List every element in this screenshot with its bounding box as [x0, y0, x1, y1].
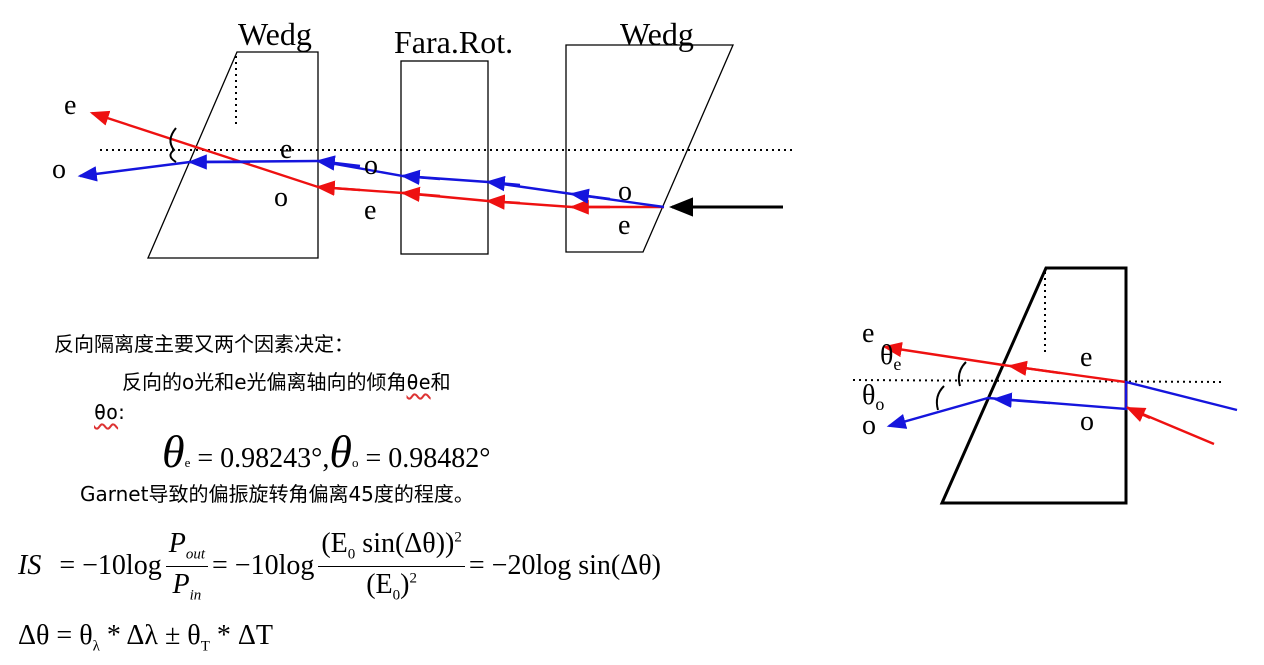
o-ray-arrow-1 — [569, 188, 611, 204]
label-o-right: o — [618, 176, 632, 207]
detail-label-o-inside: o — [1080, 406, 1094, 437]
label-o-mid: o — [364, 150, 378, 181]
isolation-equation: IS = −10log Pout Pin = −10log (E0 sin(Δθ… — [18, 528, 661, 604]
e-ray-arrow-4 — [315, 180, 361, 196]
angle-marker — [169, 127, 177, 163]
detail-label-theta-e: θe — [880, 340, 902, 374]
right-wedge — [565, 44, 734, 253]
left-wedge — [147, 51, 319, 259]
detail-wedge — [939, 266, 1128, 505]
delta-theta-equation: Δθ = θλ * Δλ ± θT * ΔT — [18, 620, 274, 655]
o-ray-arrow-2 — [485, 175, 521, 192]
detail-e-ray-entry-arrow — [1125, 406, 1151, 422]
e-ray — [89, 110, 664, 209]
right-wedge-label: Wedg — [620, 16, 694, 52]
text-line-1: 反向隔离度主要又两个因素决定： — [54, 332, 354, 356]
label-e-right: e — [618, 210, 631, 241]
detail-label-e-inside: e — [1080, 342, 1093, 373]
detail-label-e-left: e — [862, 318, 875, 349]
label-e-in-wedge: e — [280, 134, 293, 165]
detail-e-ray-arrow — [1007, 360, 1061, 376]
text-line-4: Garnet导致的偏振旋转角偏离45度的程度。 — [80, 482, 474, 506]
detail-o-ray-arrow — [992, 392, 1051, 408]
text-line-3: θo: — [94, 400, 125, 424]
theta-o-inline: θo — [94, 400, 119, 424]
detail-label-theta-o: θo — [862, 380, 885, 414]
detail-optical-axis — [852, 379, 1225, 383]
label-e-out: e — [64, 90, 77, 121]
faraday-rotator-label: Fara.Rot. — [394, 24, 514, 60]
e-ray-arrow-2 — [485, 194, 521, 210]
detail-angle-o — [935, 385, 945, 411]
label-e-mid: e — [364, 195, 377, 226]
detail-angle-e — [957, 361, 967, 387]
label-o-out: o — [52, 154, 66, 185]
text-line-2: 反向的o光和e光偏离轴向的倾角θe和 — [122, 370, 451, 394]
theta-e-inline: θe — [406, 370, 431, 394]
left-wedge-label: Wedg — [238, 16, 312, 52]
o-ray-arrow-4 — [315, 155, 361, 171]
detail-label-o-left: o — [862, 410, 876, 441]
theta-values-equation: θe = 0.98243°,θo = 0.98482° — [162, 426, 491, 477]
detail-e-ray — [882, 341, 1215, 446]
faraday-rotator — [400, 60, 489, 255]
e-ray-arrow-3 — [400, 186, 441, 203]
o-ray-arrow-3 — [400, 169, 441, 186]
label-o-in-wedge: o — [274, 182, 288, 213]
